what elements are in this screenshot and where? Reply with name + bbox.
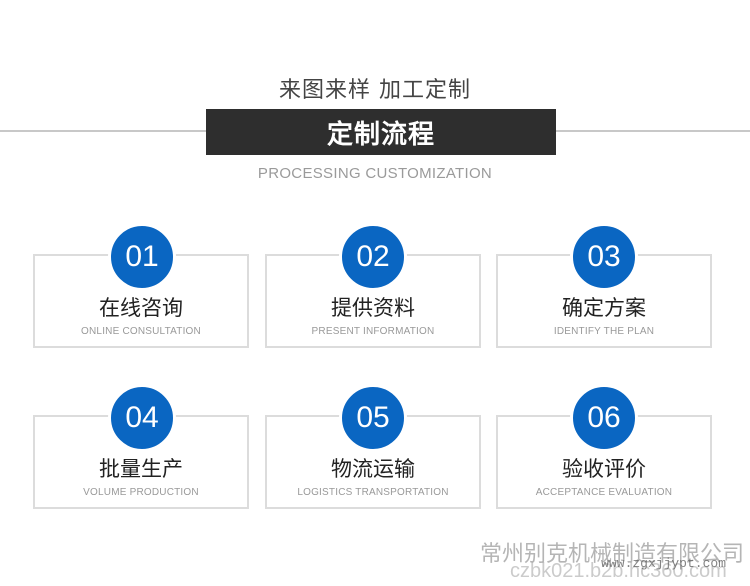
step-subtitle: PRESENT INFORMATION bbox=[311, 326, 435, 337]
step-title: 验收评价 bbox=[562, 457, 646, 481]
step-number-badge-3: 03 bbox=[570, 223, 638, 291]
tagline: 来图来样 加工定制 bbox=[279, 78, 471, 103]
step-title: 在线咨询 bbox=[99, 296, 183, 320]
step-number-badge-6: 06 bbox=[570, 384, 638, 452]
step-number-badge-4: 04 bbox=[108, 384, 176, 452]
step-number-badge-5: 05 bbox=[339, 384, 407, 452]
step-title: 确定方案 bbox=[562, 296, 646, 320]
watermark-company: 常州别克机械制造有限公司 bbox=[479, 542, 744, 567]
page-title-english: PROCESSING CUSTOMIZATION bbox=[257, 165, 493, 182]
step-title: 提供资料 bbox=[331, 296, 415, 320]
divider-left bbox=[0, 130, 206, 132]
step-subtitle: IDENTIFY THE PLAN bbox=[553, 326, 655, 337]
watermark-url: www.zgxjjypt.com bbox=[601, 556, 726, 571]
step-card-5: 物流运输 LOGISTICS TRANSPORTATION bbox=[265, 415, 481, 509]
step-subtitle: VOLUME PRODUCTION bbox=[83, 487, 199, 498]
watermark-domain: czbk021.b2b.hc360.com bbox=[510, 560, 727, 582]
step-subtitle: ONLINE CONSULTATION bbox=[81, 326, 201, 337]
page-title: 定制流程 bbox=[206, 109, 556, 155]
step-subtitle: LOGISTICS TRANSPORTATION bbox=[297, 487, 449, 498]
step-number-badge-2: 02 bbox=[339, 223, 407, 291]
step-title: 物流运输 bbox=[331, 457, 415, 481]
step-title: 批量生产 bbox=[99, 457, 183, 481]
divider-right bbox=[556, 130, 750, 132]
step-subtitle: ACCEPTANCE EVALUATION bbox=[535, 487, 673, 498]
step-number-badge-1: 01 bbox=[108, 223, 176, 291]
